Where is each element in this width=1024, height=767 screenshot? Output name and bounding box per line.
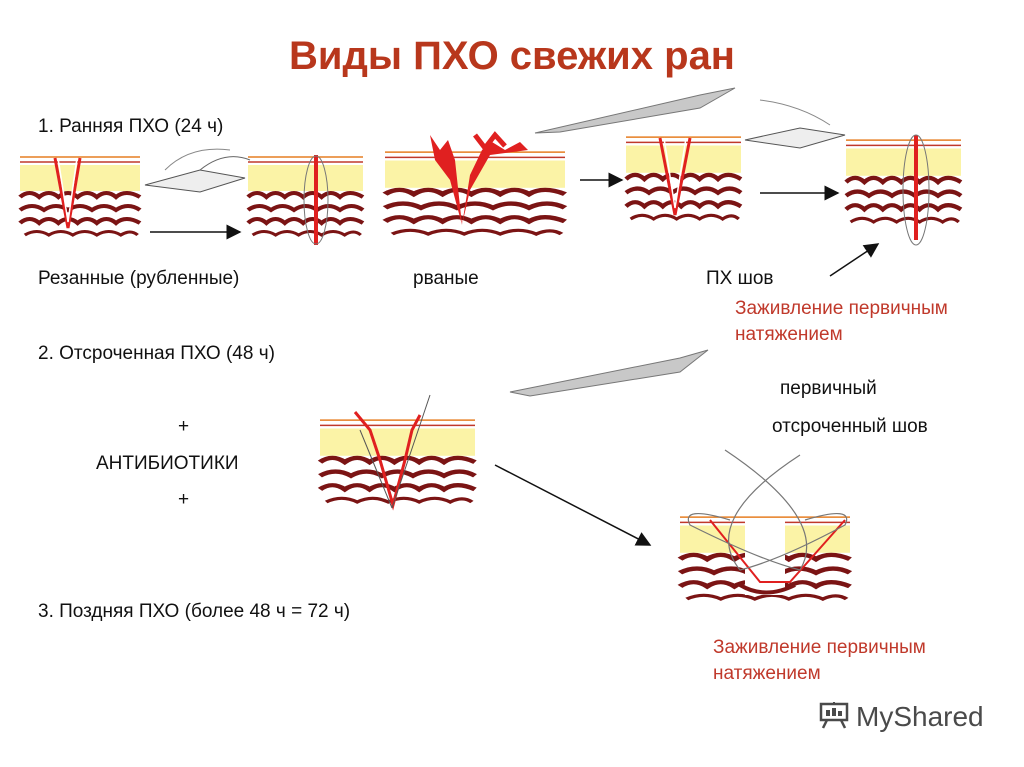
sutured-wound-diagram: [248, 155, 363, 245]
antibiotics-label: АНТИБИОТИКИ: [96, 453, 239, 474]
cleaned-wound-diagram: [626, 137, 741, 219]
plus-sign-bottom: +: [178, 489, 190, 510]
torn-wound-diagram: [385, 131, 565, 234]
myshared-logo: MyShared: [818, 700, 984, 737]
healing-bottom-line1: Заживление первичным: [713, 637, 926, 658]
primary-label: первичный: [780, 378, 877, 399]
arrow-icon: [829, 243, 880, 277]
plus-sign-top: +: [178, 416, 190, 437]
item-early-pho: 1. Ранняя ПХО (24 ч): [38, 116, 224, 137]
logo-text: MyShared: [856, 700, 984, 732]
healing-top-line1: Заживление первичным: [735, 298, 948, 319]
healing-label-bottom: Заживление первичным натяжением: [713, 635, 926, 687]
item-late-pho: 3. Поздняя ПХО (более 48 ч = 72 ч): [38, 601, 351, 622]
sutured-wound-diagram: [846, 134, 961, 246]
healing-top-line2: натяжением: [735, 324, 843, 345]
healing-label-top: Заживление первичным натяжением: [735, 296, 948, 348]
caption-suture: ПХ шов: [706, 268, 774, 289]
needle-holder-icon: [744, 99, 846, 149]
scalpel-icon: [509, 349, 709, 397]
caption-torn-wounds: рваные: [413, 268, 479, 289]
cut-wound-diagram: [20, 157, 140, 235]
delayed-wound-diagram: [320, 394, 475, 511]
delayed-suture-label: отсроченный шов: [772, 416, 928, 437]
healing-bottom-line2: натяжением: [713, 663, 821, 684]
scalpel-icon: [534, 87, 736, 134]
page-title: Виды ПХО свежих ран: [289, 34, 735, 78]
presentation-board-icon: [818, 700, 850, 737]
item-delayed-pho: 2. Отсроченная ПХО (48 ч): [38, 343, 275, 364]
needle-holder-icon: [144, 148, 251, 193]
arrow-icon: [494, 464, 652, 546]
caption-cut-wounds: Резанные (рубленные): [38, 268, 240, 289]
delayed-suture-diagram: [680, 449, 850, 599]
